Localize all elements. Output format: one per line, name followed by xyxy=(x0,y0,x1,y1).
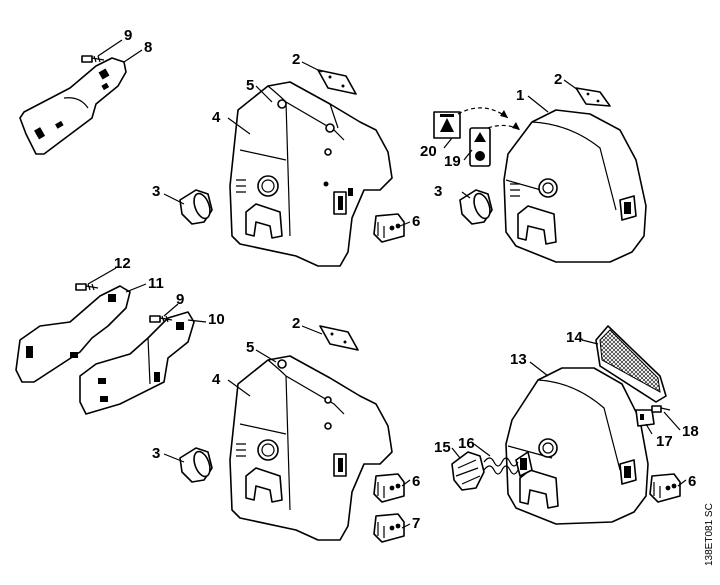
filter-knob-15 xyxy=(451,451,485,491)
callout-11: 11 xyxy=(148,275,164,292)
callout-16: 16 xyxy=(458,435,475,452)
callout-3-top-right: 3 xyxy=(434,183,442,200)
plug-7 xyxy=(373,513,405,543)
cover-knob-top-right xyxy=(459,189,493,225)
callout-14: 14 xyxy=(566,329,583,346)
spring-16 xyxy=(483,457,519,475)
callout-2-bottom-middle: 2 xyxy=(292,315,300,332)
shroud-bottom-right xyxy=(505,367,649,525)
screw-18 xyxy=(651,405,671,413)
callout-17: 17 xyxy=(656,433,673,450)
shroud-top-middle xyxy=(229,81,393,267)
callout-4-top: 4 xyxy=(212,109,221,126)
callout-5-top: 5 xyxy=(246,77,254,94)
callout-3-bottom-middle: 3 xyxy=(152,445,160,462)
callout-5-bottom: 5 xyxy=(246,339,254,356)
clip-17 xyxy=(635,409,655,427)
callout-3-top-middle: 3 xyxy=(152,183,160,200)
callout-10: 10 xyxy=(208,311,225,328)
callout-7: 7 xyxy=(412,515,420,532)
callout-8: 8 xyxy=(144,39,152,56)
callout-4-bottom: 4 xyxy=(212,371,221,388)
callout-2-top-middle: 2 xyxy=(292,51,300,68)
decal-top-right xyxy=(575,87,611,107)
shroud-top-right xyxy=(503,109,647,263)
callout-6-bottom-right: 6 xyxy=(688,473,696,490)
callout-2-top-right: 2 xyxy=(554,71,562,88)
leader-lines xyxy=(87,39,687,529)
decal-bottom-middle xyxy=(319,325,359,351)
baffle-plate-top xyxy=(19,57,127,155)
shroud-bottom-middle xyxy=(229,355,393,541)
drawing-code: 138ET081 SC xyxy=(704,503,715,566)
callout-20: 20 xyxy=(420,143,437,160)
screw-top xyxy=(81,55,105,63)
warning-label-20 xyxy=(433,111,461,139)
callout-6-bottom-middle: 6 xyxy=(412,473,420,490)
callout-9-middle: 9 xyxy=(176,291,184,308)
cover-knob-top-middle xyxy=(179,189,213,225)
cover-knob-bottom-middle xyxy=(179,447,213,483)
baffle-plate-10 xyxy=(79,311,195,415)
callout-9-top: 9 xyxy=(124,27,132,44)
callout-18: 18 xyxy=(682,423,699,440)
screw-9-lower xyxy=(149,315,173,323)
callout-12: 12 xyxy=(114,255,131,272)
warning-label-19 xyxy=(469,127,491,167)
callout-6-top: 6 xyxy=(412,213,420,230)
plug-top-middle xyxy=(373,213,405,243)
air-filter-grille-14 xyxy=(595,325,667,403)
screw-12 xyxy=(75,283,99,291)
callout-19: 19 xyxy=(444,153,461,170)
callout-1: 1 xyxy=(516,87,524,104)
plug-6-bottom-middle xyxy=(373,473,405,503)
baffle-plate-11 xyxy=(15,285,131,383)
arrows-to-cover xyxy=(457,107,521,131)
decal-top-middle xyxy=(317,69,357,95)
callout-15: 15 xyxy=(434,439,451,456)
plug-6-bottom-right xyxy=(649,473,681,503)
callout-13: 13 xyxy=(510,351,527,368)
